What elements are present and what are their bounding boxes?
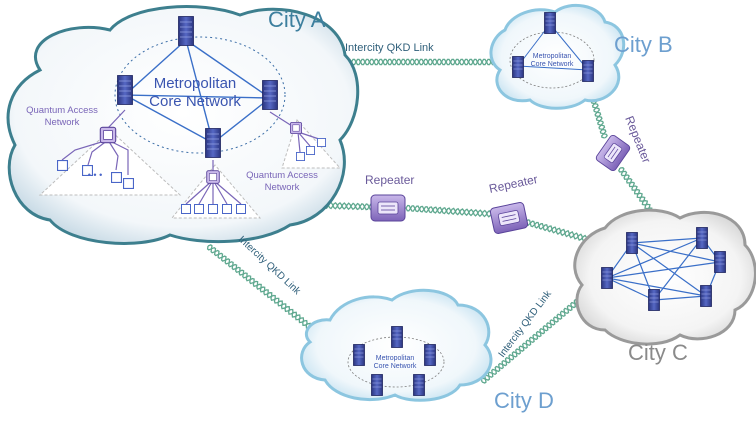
qkd-fiber-strand	[590, 94, 607, 139]
city-b-core-label-2: Core Network	[531, 61, 574, 68]
server-icon	[696, 227, 708, 249]
repeater-label-ac-2: Repeater	[488, 172, 539, 196]
qkd-fiber-strand	[618, 167, 653, 210]
city-d-core-label-2: Core Network	[374, 363, 417, 370]
city-c-title: City C	[628, 340, 688, 365]
city-c-cloud	[573, 208, 756, 346]
city-a-access-right-label-1: Quantum Access	[246, 170, 318, 181]
city-a-core-links	[124, 39, 271, 144]
qkd-fiber-strand	[206, 245, 322, 335]
server-icon	[512, 56, 524, 78]
city-d-title: City D	[494, 388, 554, 413]
qkd-fiber-strand	[480, 295, 587, 383]
terminal-icon	[222, 204, 232, 214]
server-icon	[544, 12, 556, 34]
city-b-cloud	[489, 3, 626, 110]
server-icon	[117, 75, 133, 105]
server-icon	[178, 16, 194, 46]
terminal-icon	[123, 178, 134, 189]
repeater-label-bc: Repeater	[622, 114, 653, 165]
qkd-fiber-strand	[525, 220, 590, 244]
city-a-core-label-1: Metropolitan	[154, 75, 237, 92]
terminal-icon	[317, 138, 326, 147]
server-icon	[391, 326, 403, 348]
repeater-label-ac-1: Repeater	[365, 173, 414, 187]
qkd-fiber-strand	[207, 244, 319, 338]
repeater-icon	[489, 201, 529, 235]
server-icon	[582, 60, 594, 82]
server-icon	[205, 128, 221, 158]
server-icon	[262, 80, 278, 110]
city-a-title: City A	[268, 7, 326, 32]
quantum-switch-icon	[206, 170, 220, 184]
terminal-icon	[194, 204, 204, 214]
repeater-icon	[594, 133, 632, 173]
link-label-dc: Intercity QKD Link	[497, 288, 555, 360]
city-d-cloud	[300, 288, 493, 402]
terminal-icon	[236, 204, 246, 214]
terminal-icon	[208, 204, 218, 214]
qkd-fiber-strand	[525, 219, 591, 243]
city-a-core-label-2: Core Network	[149, 93, 241, 110]
fiber-links	[206, 58, 653, 384]
city-a-access-left-label-1: Quantum Access	[26, 105, 98, 116]
city-d-core-label-1: Metropolitan	[376, 355, 415, 362]
terminal-icon	[306, 146, 315, 155]
city-a-access-right-label-2: Network	[265, 182, 300, 193]
terminal-icon	[111, 172, 122, 183]
city-a-access-left-label-2: Network	[45, 117, 80, 128]
terminal-icon	[57, 160, 68, 171]
server-icon	[601, 267, 613, 289]
server-icon	[648, 289, 660, 311]
server-icon	[424, 344, 436, 366]
terminal-icon	[181, 204, 191, 214]
server-icon	[353, 344, 365, 366]
quantum-switch-icon	[99, 126, 117, 144]
qkd-fiber-strand	[619, 167, 651, 212]
city-b-title: City B	[614, 32, 673, 57]
server-icon	[700, 285, 712, 307]
link-label-ab: Intercity QKD Link	[345, 42, 434, 54]
quantum-switch-icon	[289, 122, 303, 135]
city-a-access-wiring	[61, 109, 323, 205]
terminal-icon	[296, 152, 305, 161]
city-b-core-label-1: Metropolitan	[533, 53, 572, 60]
server-icon	[626, 232, 638, 254]
access-ellipsis: • • •	[88, 170, 102, 180]
server-icon	[413, 374, 425, 396]
repeater-icon	[370, 194, 406, 222]
qkd-fiber-strand	[405, 204, 493, 218]
server-icon	[371, 374, 383, 396]
link-label-ad: Intercity QKD Link	[236, 234, 303, 298]
server-icon	[714, 251, 726, 273]
